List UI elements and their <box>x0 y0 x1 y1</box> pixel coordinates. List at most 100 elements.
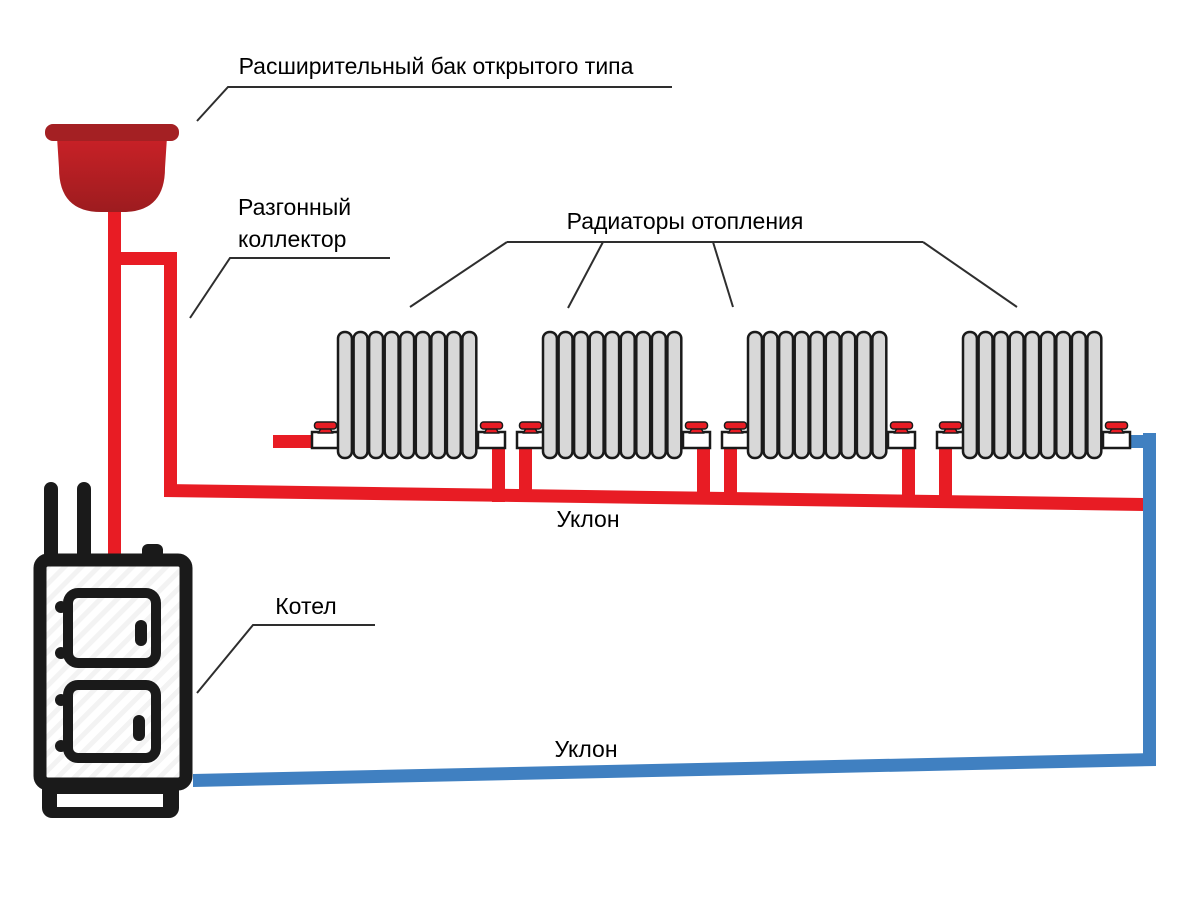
radiator-section <box>352 330 369 460</box>
radiator-connection-stub <box>476 430 507 450</box>
radiator-valve-icon <box>1104 421 1129 434</box>
boiler-top-stub-right <box>77 482 91 562</box>
radiator2-leader-line <box>567 241 604 309</box>
radiator-section <box>367 330 385 460</box>
radiator1-supply-jog-pipe <box>273 435 315 448</box>
radiator-unit <box>515 330 712 502</box>
radiator-valve-icon <box>518 421 543 434</box>
collector-branch-horizontal-pipe <box>108 252 177 265</box>
radiator-valve-icon <box>938 421 963 434</box>
radiator-section <box>666 330 683 460</box>
boiler-door-lower <box>63 680 161 763</box>
valve-handle <box>889 421 914 430</box>
radiator-section <box>588 330 605 460</box>
radiator-unit <box>720 330 917 502</box>
radiator-section <box>977 330 994 460</box>
return-downcomer-pipe <box>1143 433 1156 766</box>
radiators-group <box>310 330 1132 502</box>
return-pipes <box>193 433 1156 787</box>
radiators-label: Радиаторы отопления <box>566 208 804 234</box>
radiator-section <box>650 330 668 460</box>
radiator-outlet-connector-pipe <box>492 445 505 502</box>
radiator-section <box>603 330 621 460</box>
slope-label-return: Уклон <box>554 736 618 762</box>
radiator-section <box>461 330 478 460</box>
radiator-inlet-connector-pipe <box>724 445 737 502</box>
radiator-valve-icon <box>889 421 914 434</box>
return-main-sloped-pipe <box>193 753 1156 787</box>
radiator-section <box>445 330 463 460</box>
radiator-section <box>824 330 841 460</box>
radiator-valve-icon <box>684 421 709 434</box>
expansion-tank-rim <box>45 124 179 141</box>
radiator-section <box>777 330 795 460</box>
radiator-section <box>1023 330 1041 460</box>
radiator-section <box>1070 330 1088 460</box>
radiator-valve-icon <box>723 421 748 434</box>
radiator-connection-stub <box>720 430 751 450</box>
expansion-tank-leader-line <box>196 86 672 122</box>
radiator-section <box>398 330 416 460</box>
expansion-tank-bowl <box>57 137 167 212</box>
accelerating-collector-riser-pipe <box>164 252 177 492</box>
radiator-section <box>871 330 888 460</box>
radiator-section <box>557 330 574 460</box>
radiator-section <box>541 330 559 460</box>
radiator-section <box>414 330 431 460</box>
radiator-section <box>1039 330 1056 460</box>
radiator-section <box>762 330 779 460</box>
valve-handle <box>684 421 709 430</box>
valve-handle <box>479 421 504 430</box>
radiator-section <box>572 330 590 460</box>
expansion-tank <box>45 124 179 212</box>
valve-handle <box>1104 421 1129 430</box>
radiator3-leader-line <box>712 241 734 308</box>
expansion-tank-label: Расширительный бак открытого типа <box>238 53 634 79</box>
radiator-inlet-connector-pipe <box>939 445 952 502</box>
boiler-base-slot <box>57 794 163 807</box>
radiator-outlet-connector-pipe <box>902 445 915 502</box>
tank-drop-pipe <box>108 200 121 562</box>
collector-leader-line <box>189 257 390 319</box>
radiator-connection-stub <box>515 430 546 450</box>
radiator-section <box>383 330 400 460</box>
slope-label-supply: Уклон <box>556 506 620 532</box>
boiler-leader-line <box>196 624 375 694</box>
radiator-connection-stub <box>681 430 712 450</box>
radiator-valve-icon <box>313 421 338 434</box>
radiator4-leader-line <box>922 241 1018 308</box>
valve-handle <box>313 421 338 430</box>
radiator-unit <box>310 330 507 502</box>
callout-lines <box>189 86 1018 694</box>
boiler-label: Котел <box>275 593 337 619</box>
radiator-connection-stub <box>310 430 341 450</box>
radiator-connection-stub <box>1101 430 1132 450</box>
radiator-section <box>635 330 652 460</box>
radiator-unit <box>935 330 1132 502</box>
radiator-inlet-connector-pipe <box>519 445 532 502</box>
radiator-section <box>840 330 857 460</box>
supply-main-sloped-pipe <box>164 484 1148 511</box>
radiator-section <box>336 330 354 460</box>
radiator-connection-stub <box>886 430 917 450</box>
radiator-connection-stub <box>935 430 966 450</box>
boiler-door2-handle <box>133 715 145 741</box>
boiler <box>33 482 193 818</box>
radiator-section <box>1008 330 1025 460</box>
radiator-section <box>961 330 979 460</box>
radiator-section <box>855 330 873 460</box>
valve-handle <box>723 421 748 430</box>
valve-handle <box>938 421 963 430</box>
radiator-section <box>619 330 636 460</box>
radiator-section <box>992 330 1010 460</box>
radiator-valve-icon <box>479 421 504 434</box>
radiator-section <box>1055 330 1072 460</box>
radiator-section <box>430 330 447 460</box>
supply-pipes <box>108 200 1148 562</box>
radiator-section <box>746 330 764 460</box>
boiler-door1-handle <box>135 620 147 646</box>
radiator-section <box>793 330 810 460</box>
valve-handle <box>518 421 543 430</box>
